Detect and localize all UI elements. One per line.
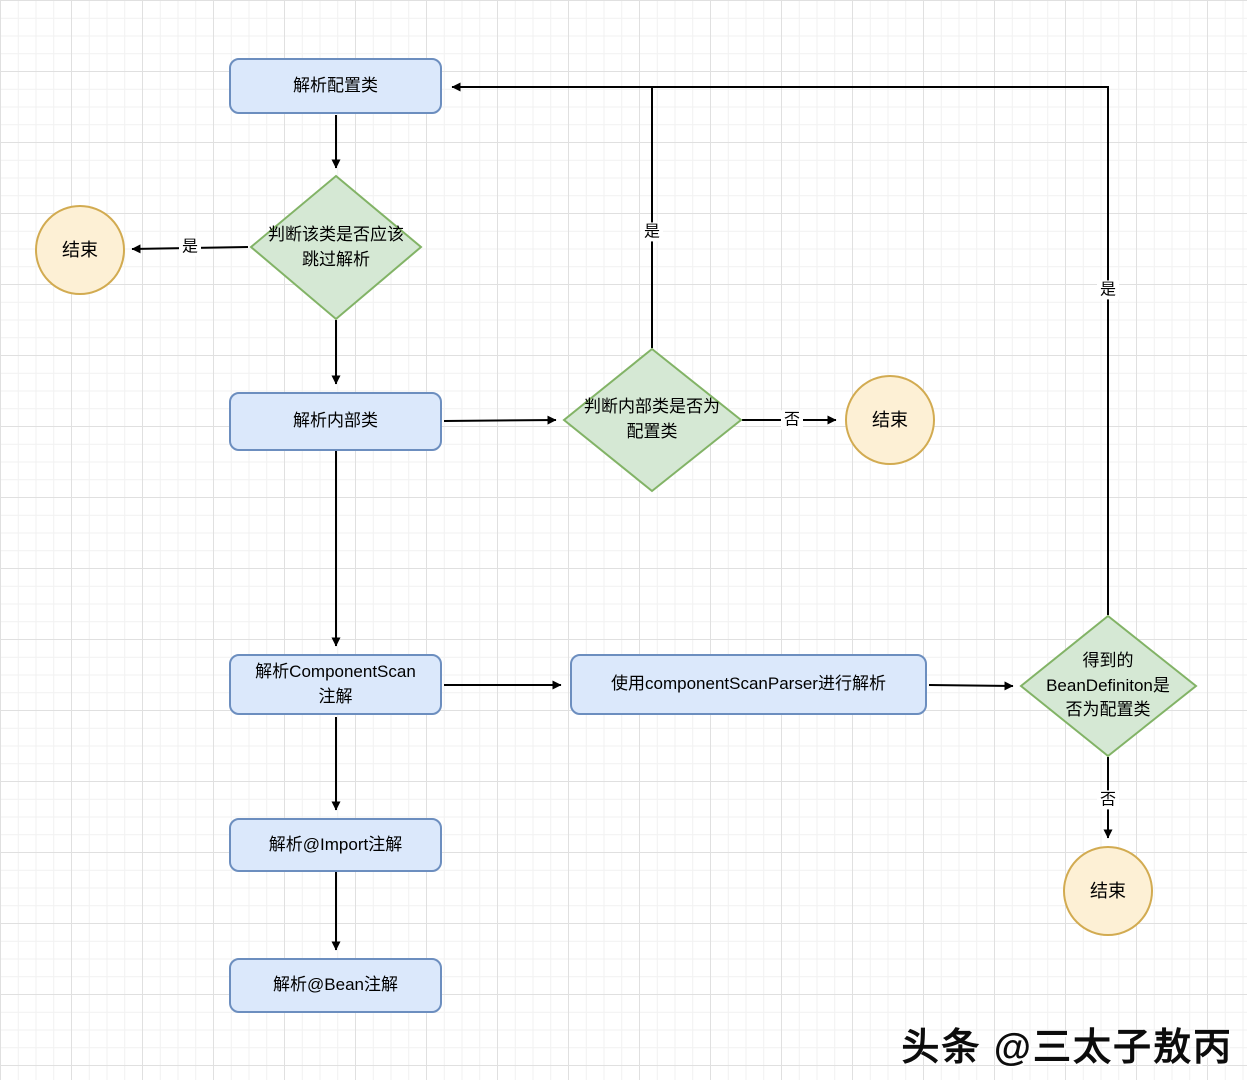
node-use-component-scan-parser: 使用componentScanParser进行解析 xyxy=(570,654,927,715)
node-parse-inner-class: 解析内部类 xyxy=(229,392,442,451)
node-end-middle: 结束 xyxy=(845,375,935,465)
decision-inner-config-label: 判断内部类是否为 配置类 xyxy=(584,396,720,441)
node-parse-component-scan: 解析ComponentScan 注解 xyxy=(229,654,442,715)
edge-label-bean-yes: 是 xyxy=(1096,280,1120,300)
edge-label-bean-no: 否 xyxy=(1096,790,1120,810)
decision-beandefinition-label: 得到的 BeanDefiniton是 否为配置类 xyxy=(1046,651,1170,720)
edge-label-inner-no: 否 xyxy=(780,410,804,430)
edge-bean-yes-feedback xyxy=(652,86,1109,615)
edge-inner-to-inner-decision xyxy=(443,415,557,425)
node-end-bottom: 结束 xyxy=(1063,846,1153,936)
watermark-text: 头条 @三太子敖丙 xyxy=(901,1027,1233,1069)
edge-label-inner-yes: 是 xyxy=(640,222,664,242)
decision-skip-parse-label: 判断该类是否应该 跳过解析 xyxy=(268,224,404,269)
node-parse-config-class: 解析配置类 xyxy=(229,58,442,114)
node-end-left: 结束 xyxy=(35,205,125,295)
node-parse-import-annotation: 解析@Import注解 xyxy=(229,818,442,872)
edge-label-skip-yes: 是 xyxy=(178,237,202,257)
edge-inner-yes-feedback xyxy=(451,82,653,348)
node-parse-bean-annotation: 解析@Bean注解 xyxy=(229,958,442,1013)
edge-parser-to-bean-decision xyxy=(928,681,1014,691)
